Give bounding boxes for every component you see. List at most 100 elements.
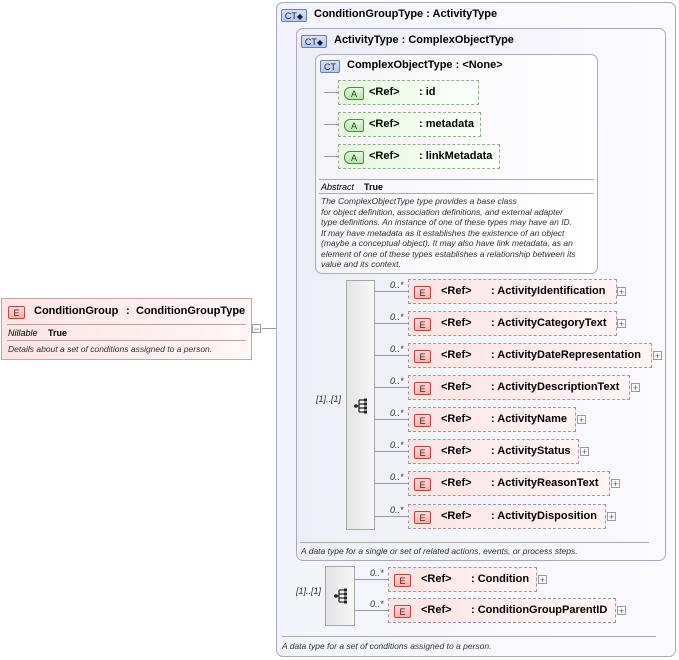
divider <box>282 636 656 637</box>
expand-toggle[interactable]: + <box>617 606 626 616</box>
condition-sequence-compositor[interactable] <box>325 566 355 626</box>
element-activitystatus[interactable]: E <Ref> : ActivityStatus <box>408 439 579 464</box>
element-ref: <Ref> <box>441 477 472 489</box>
root-element-description: Details about a set of conditions assign… <box>8 344 213 354</box>
expand-toggle[interactable]: + <box>577 415 586 425</box>
element-badge: E <box>414 318 431 331</box>
attribute-ref: <Ref> <box>369 86 400 98</box>
connector-element <box>375 323 408 324</box>
attribute-badge: A <box>344 119 364 132</box>
condition-sequence-cardinality: [1]..[1] <box>296 586 322 596</box>
attribute-name: : linkMetadata <box>419 150 493 162</box>
element-badge: E <box>414 286 431 299</box>
collapse-toggle[interactable]: − <box>252 324 261 334</box>
sequence-icon <box>354 398 367 414</box>
element-name: : ActivityDateRepresentation <box>491 349 641 361</box>
connector-element <box>375 419 408 420</box>
divider <box>7 340 246 341</box>
element-activityname[interactable]: E <Ref> : ActivityName <box>408 407 576 432</box>
divider <box>319 179 594 180</box>
nillable-value: True <box>48 328 68 338</box>
connector-element <box>375 516 408 517</box>
attribute-id[interactable]: A <Ref> : id <box>338 80 479 105</box>
complexobjecttype-title: ComplexObjectType : <None> <box>347 59 503 71</box>
element-ref: <Ref> <box>441 285 472 297</box>
element-activitycategorytext[interactable]: E <Ref> : ActivityCategoryText <box>408 311 617 336</box>
divider <box>300 542 649 543</box>
connector-attr <box>324 156 338 157</box>
expand-toggle[interactable]: + <box>607 512 616 522</box>
expand-toggle[interactable]: + <box>631 383 640 393</box>
root-element-box[interactable]: E ConditionGroup : ConditionGroupType Ni… <box>1 298 252 360</box>
attribute-linkmetadata[interactable]: A <Ref> : linkMetadata <box>338 144 500 169</box>
element-activityreasontext[interactable]: E <Ref> : ActivityReasonText <box>408 471 610 496</box>
element-condition[interactable]: E <Ref> : Condition <box>388 567 537 592</box>
connector-attr <box>324 124 338 125</box>
element-cardinality: 0..* <box>390 312 404 322</box>
element-name: : ActivityDisposition <box>491 510 597 522</box>
element-activitydisposition[interactable]: E <Ref> : ActivityDisposition <box>408 504 606 529</box>
expand-toggle[interactable]: + <box>653 351 662 361</box>
sequence-icon <box>334 588 347 604</box>
element-ref: <Ref> <box>421 604 452 616</box>
element-badge: E <box>394 574 411 587</box>
element-badge: E <box>394 605 411 618</box>
expand-toggle[interactable]: + <box>538 575 547 585</box>
element-name: : ActivityCategoryText <box>491 317 607 329</box>
attribute-ref: <Ref> <box>369 150 400 162</box>
element-name: : ActivityName <box>491 413 568 425</box>
element-ref: <Ref> <box>441 413 472 425</box>
connector-element <box>375 291 408 292</box>
connector-element <box>375 451 408 452</box>
element-ref: <Ref> <box>441 445 472 457</box>
connector-attr <box>324 92 338 93</box>
expand-toggle[interactable]: + <box>617 319 626 329</box>
abstract-value: True <box>364 182 384 192</box>
element-cardinality: 0..* <box>390 344 404 354</box>
element-cardinality: 0..* <box>390 280 404 290</box>
conditiongrouptype-title: ConditionGroupType : ActivityType <box>314 8 498 20</box>
element-ref: <Ref> <box>441 317 472 329</box>
complex-type-badge: CT◆ <box>281 9 307 22</box>
complex-type-badge: CT◆ <box>301 35 327 48</box>
element-ref: <Ref> <box>441 349 472 361</box>
expand-toggle[interactable]: + <box>611 479 620 489</box>
element-activitydescriptiontext[interactable]: E <Ref> : ActivityDescriptionText <box>408 375 630 400</box>
element-cardinality: 0..* <box>390 472 404 482</box>
root-element-name: ConditionGroup <box>34 305 119 317</box>
element-name: : Condition <box>471 573 530 585</box>
element-cardinality: 0..* <box>390 505 404 515</box>
attribute-name: : id <box>419 86 436 98</box>
expand-toggle[interactable]: + <box>580 447 589 457</box>
connector-element <box>375 355 408 356</box>
attribute-ref: <Ref> <box>369 118 400 130</box>
element-name: : ConditionGroupParentID <box>471 604 608 616</box>
expand-toggle[interactable]: + <box>617 287 626 297</box>
element-cardinality: 0..* <box>370 599 384 609</box>
element-name: : ActivityReasonText <box>491 477 599 489</box>
element-badge: E <box>414 446 431 459</box>
nillable-label: Nillable <box>8 328 38 338</box>
activity-sequence-cardinality: [1]..[1] <box>316 394 342 404</box>
conditiongrouptype-description: A data type for a set of conditions assi… <box>282 641 492 651</box>
activity-sequence-compositor[interactable] <box>346 280 375 530</box>
connector-root <box>262 328 286 329</box>
connector-element <box>375 483 408 484</box>
attribute-metadata[interactable]: A <Ref> : metadata <box>338 112 481 137</box>
connector-element <box>355 579 388 580</box>
element-cardinality: 0..* <box>390 408 404 418</box>
element-cardinality: 0..* <box>390 440 404 450</box>
attribute-badge: A <box>344 151 364 164</box>
complexobjecttype-description: The ComplexObjectType type provides a ba… <box>321 196 576 269</box>
divider <box>7 324 246 325</box>
element-activitydaterepresentation[interactable]: E <Ref> : ActivityDateRepresentation <box>408 343 652 368</box>
root-element-type: ConditionGroupType <box>136 305 246 317</box>
element-activityidentification[interactable]: E <Ref> : ActivityIdentification <box>408 279 617 304</box>
element-badge: E <box>414 382 431 395</box>
element-badge: E <box>414 478 431 491</box>
element-badge: E <box>8 306 25 319</box>
element-name: : ActivityIdentification <box>491 285 606 297</box>
element-conditiongroupparentid[interactable]: E <Ref> : ConditionGroupParentID <box>388 598 616 623</box>
element-cardinality: 0..* <box>390 376 404 386</box>
element-badge: E <box>414 414 431 427</box>
